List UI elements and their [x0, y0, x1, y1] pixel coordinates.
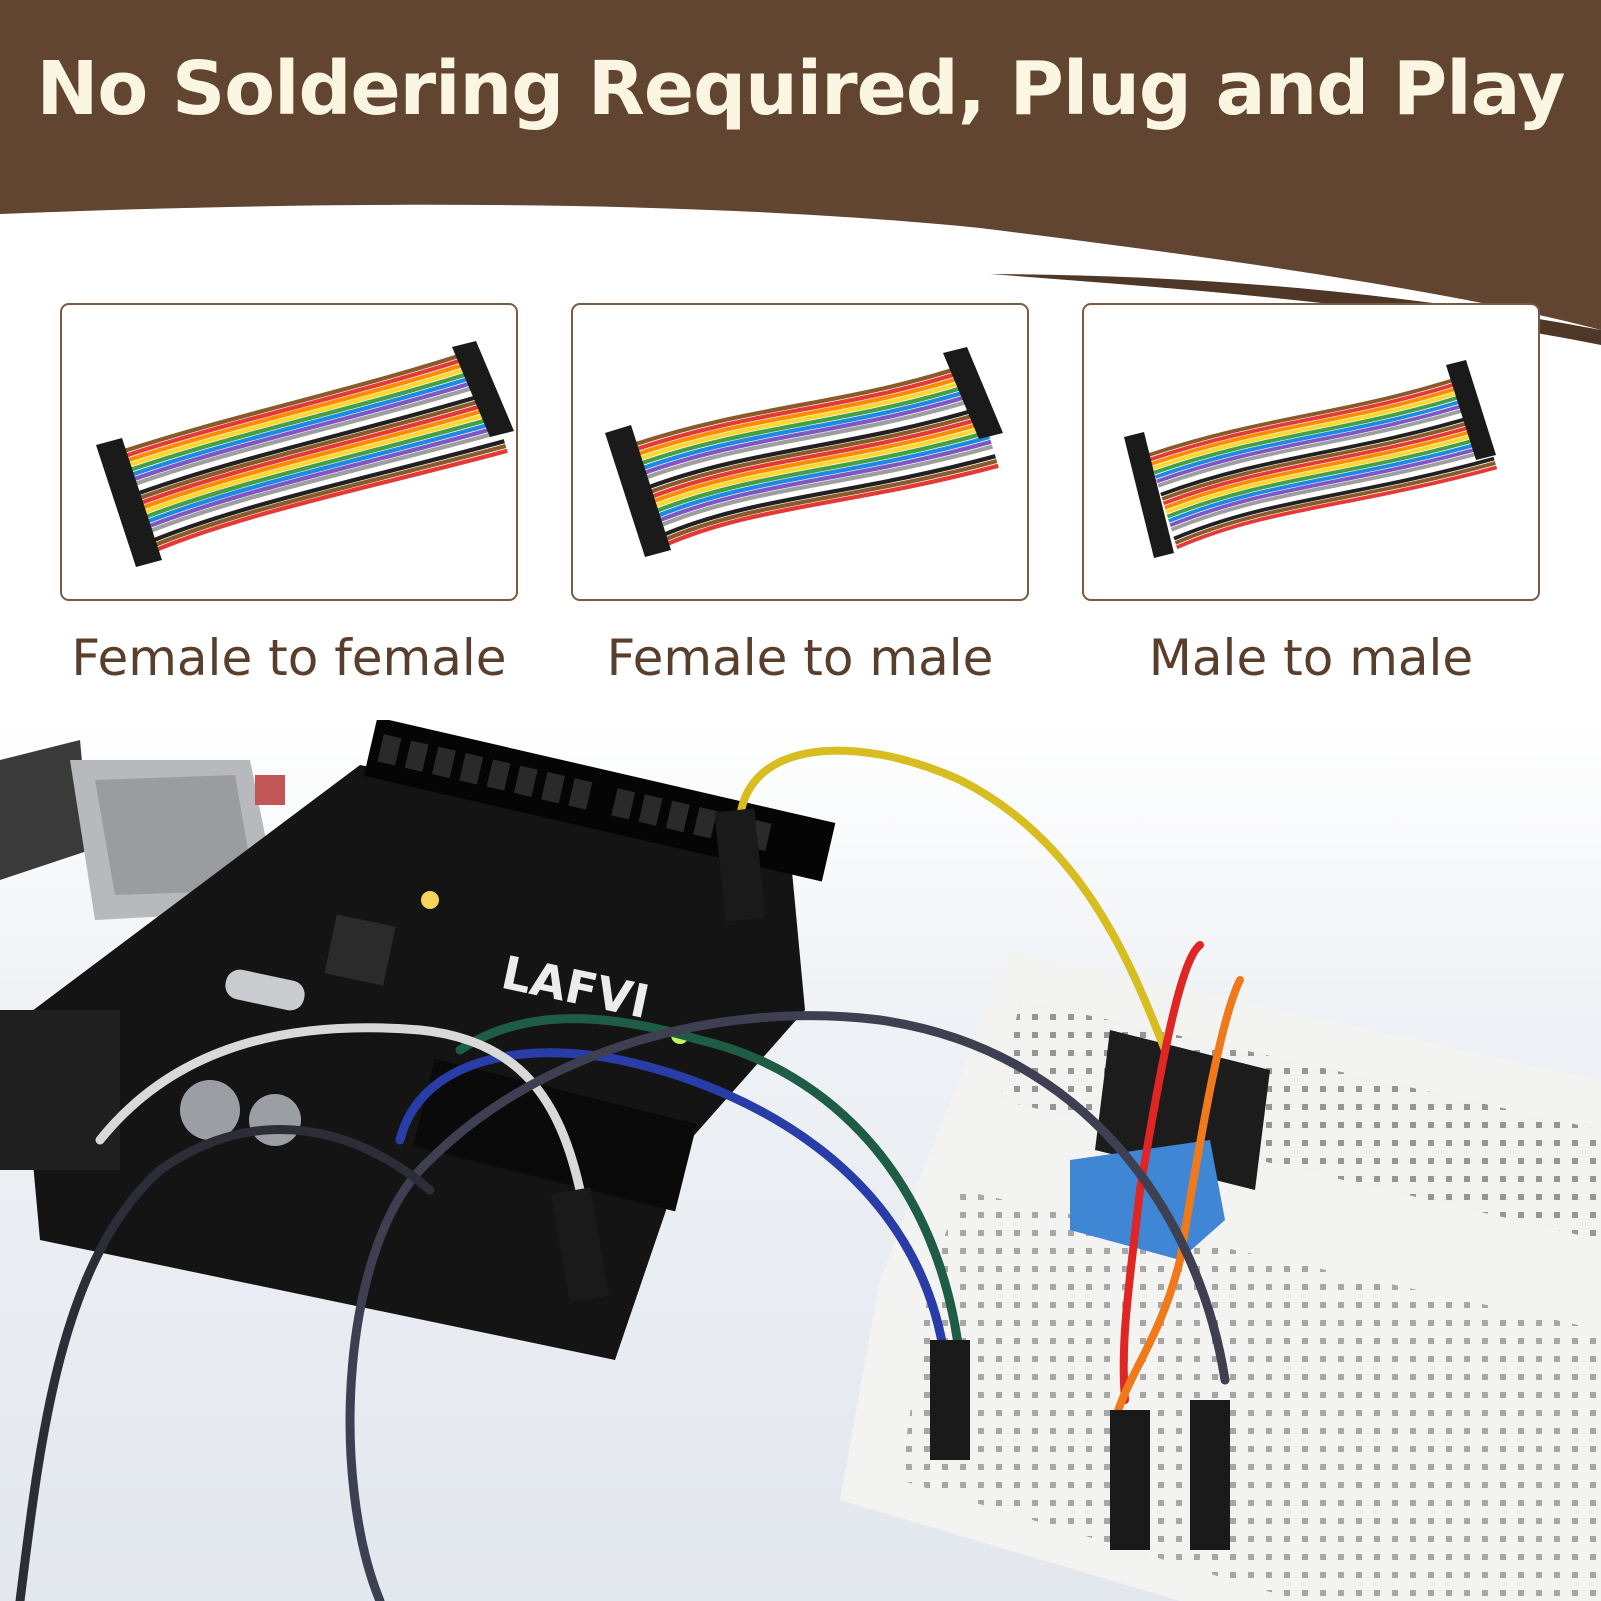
ribbon-wire	[1149, 377, 1471, 462]
ribbon-wire	[1160, 412, 1482, 497]
ribbon-wire	[141, 448, 508, 558]
ribbon-wire	[660, 458, 998, 543]
ribbon-wire	[134, 424, 501, 534]
ribbon-wire	[117, 367, 484, 477]
ribbon-wire	[131, 415, 498, 525]
ribbon-wire	[1170, 447, 1492, 532]
usb-cable	[0, 740, 280, 920]
ribbon-wire	[649, 420, 986, 505]
ribbon-wire	[1175, 465, 1498, 550]
ribbon-wire	[124, 391, 491, 501]
ribbon-wire	[1158, 408, 1481, 492]
capacitor	[249, 1094, 301, 1146]
connector-block-right	[1446, 360, 1496, 460]
ribbon-wire	[1169, 443, 1491, 528]
ribbon-wire	[1148, 373, 1470, 457]
caption-female-to-female: Female to female	[71, 629, 507, 687]
ribbon-wire	[1152, 386, 1474, 470]
ribbon-wire	[656, 444, 994, 529]
ribbon-wire	[114, 357, 481, 467]
page-headline: No Soldering Required, Plug and Play	[36, 46, 1565, 132]
capacitor	[180, 1080, 240, 1140]
ribbon-wire	[643, 401, 981, 486]
breadboard	[840, 950, 1601, 1601]
ribbon-wire	[125, 395, 492, 505]
power-jack	[0, 1010, 120, 1170]
ribbon-wire	[112, 352, 480, 462]
cable-card-female-to-female	[60, 303, 518, 601]
ribbon-wire	[1173, 456, 1495, 541]
ribbon-wire	[639, 386, 976, 471]
connector-block-left	[605, 425, 671, 557]
ribbon-wire	[1151, 381, 1473, 466]
ribbon-wire	[139, 443, 507, 553]
connector-block-right	[452, 341, 514, 437]
ribbon-wire	[1153, 390, 1475, 475]
ribbon-wire	[122, 386, 490, 496]
ribbon-wire	[127, 400, 494, 510]
cable-card-female-to-male	[571, 303, 1029, 601]
ribbon-wire	[632, 363, 969, 447]
ribbon-wire	[633, 367, 971, 452]
chip	[324, 914, 396, 986]
ribbon-wire	[135, 429, 503, 539]
male-to-male-jumper-cables-icon	[1124, 360, 1498, 558]
ribbon-wire	[652, 430, 989, 515]
ribbon-wire	[1156, 399, 1478, 484]
crystal	[225, 969, 305, 1011]
ribbon-wire	[662, 463, 999, 548]
ribbon-wire	[642, 396, 979, 481]
ribbon-wire	[119, 376, 487, 486]
banner-background	[0, 0, 1601, 330]
ribbon-wire	[1172, 452, 1494, 536]
caption-female-to-male: Female to male	[606, 629, 994, 687]
ribbon-wire	[1161, 417, 1483, 501]
ribbon-wire	[636, 377, 973, 462]
reset-button	[255, 775, 285, 805]
ribbon-wire	[1162, 421, 1485, 506]
ribbon-wire	[1164, 425, 1486, 510]
ribbon-wire	[118, 371, 485, 481]
microcontroller-breadboard-photo: LAFVI	[0, 720, 1601, 1601]
dupont-connectors	[550, 808, 1230, 1550]
connector-block-right	[943, 347, 1003, 439]
ribbon-wire	[648, 415, 985, 500]
ribbon-wire	[137, 434, 504, 544]
ribbon-wire	[1168, 439, 1490, 523]
cable-card-male-to-male	[1082, 303, 1540, 601]
ribbon-wire	[138, 439, 505, 549]
ribbon-wire	[646, 410, 983, 495]
jumper-wires	[15, 746, 1244, 1601]
ribbon-wire	[659, 454, 996, 539]
ribbon-wire	[655, 439, 992, 524]
ribbon-wire	[638, 382, 975, 467]
female-to-female-jumper-cables-icon	[96, 341, 514, 567]
ribbon-wire	[658, 449, 995, 534]
ribbon-wire	[650, 425, 988, 510]
ribbon-wire	[653, 434, 991, 519]
ribbon-wire	[115, 362, 482, 472]
connector-block-left	[1124, 432, 1174, 558]
ribbon-wire	[132, 419, 500, 529]
ribbon-wire	[121, 381, 488, 491]
ribbon-wire	[1166, 434, 1489, 519]
ribbon-wire	[1165, 430, 1487, 514]
female-to-male-jumper-cables-icon	[605, 347, 1003, 557]
connector-block-left	[96, 438, 162, 567]
ribbon-wire	[1157, 403, 1479, 488]
led-indicator	[421, 891, 439, 909]
ribbon-wire	[128, 405, 495, 515]
ribbon-wire	[645, 406, 982, 491]
main-ic	[413, 1058, 697, 1212]
ribbon-wire	[640, 391, 978, 476]
ribbon-wire	[129, 410, 497, 520]
caption-male-to-male: Male to male	[1148, 629, 1474, 687]
ribbon-wire	[111, 348, 478, 457]
ribbon-wire	[635, 372, 972, 457]
ribbon-wire	[1154, 395, 1477, 479]
ribbon-wire	[1174, 461, 1496, 545]
